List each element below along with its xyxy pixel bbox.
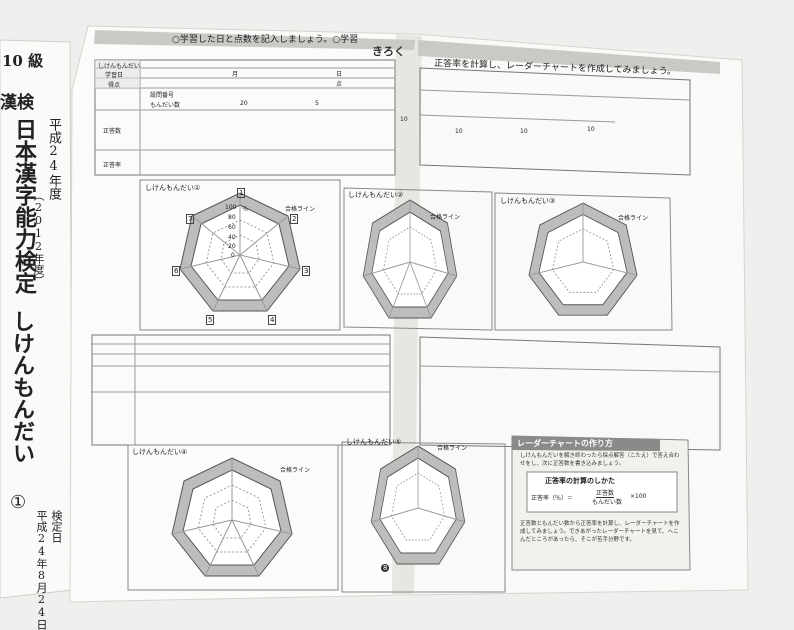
axis-7: 7 [186,214,195,224]
correct-count-label: 正答数 [103,128,122,135]
chart-header-3: しけんもんだい③ [500,196,555,206]
scale-60: 60 [228,224,236,231]
radar-chart-1 [179,192,301,312]
formula-denominator: もんだい数 [592,499,623,506]
howto-title: レーダーチャートの作り方 [517,439,613,448]
howto-intro: しけんもんだいを解き終わったら採点解答（こたえ）で答え合わせをし、次に正答数を書… [520,453,680,467]
axis-2: 2 [290,214,299,224]
scale-100: 100 [225,204,237,211]
formula-multiplier: ×100 [630,493,647,500]
howto-steps: 正答数ともんだい数から正答率を計算し、レーダーチャートを作成してみましょう。でき… [520,521,680,543]
exam-date-label: 検定日 [50,510,63,543]
chart-header-text: しけんもんだい [500,197,549,205]
count-3: 10 [400,116,408,123]
pass-line-label-3: 合格ライン [618,215,649,222]
row-exam: しけんもんだい [98,63,141,70]
scale-20: 20 [228,243,236,250]
exam-subtitle: しけんもんだい [9,310,35,464]
exam-title: 日本漢字能力検定 [11,118,37,294]
pass-line-label-5: 合格ライン [437,445,468,452]
correct-rate-label: 正答率 [103,162,122,169]
chart-header-text: しけんもんだい [145,184,194,192]
radar-chart-4 [171,457,293,577]
count-5: 10 [520,128,528,135]
exam-year: 平成24年度 [46,118,61,200]
chart-number: ② [397,191,404,199]
field-no: 設問番号 [150,92,175,99]
chart-header-text: しけんもんだい [132,448,181,456]
chart-header-text: しけんもんだい [346,438,395,446]
exam-date: 平成24年8月24日 [35,510,48,630]
count-2: 5 [315,100,319,107]
pass-line-label-1: 合格ライン [285,206,316,213]
axis-5: 5 [206,315,215,325]
formula-lhs: 正答率（％）＝ [531,495,574,502]
chart-header-4: しけんもんだい④ [132,447,187,457]
chart-header-text: しけんもんだい [348,191,397,199]
scale-0: 0 [231,252,235,259]
cell-day: 日 [336,71,343,78]
exam-year-western: （2012年度） [32,190,45,286]
chart-header-1: しけんもんだい① [145,183,200,193]
chart-header-5: しけんもんだい⑤ [346,437,401,447]
count-4: 10 [455,128,463,135]
count-1: 20 [240,100,248,107]
chart-number: ③ [549,197,556,205]
row-score: 得点 [108,82,121,89]
chart-header-2: しけんもんだい② [348,190,403,200]
grade-label: 10 級 [2,52,44,70]
problem-count-label: もんだい数 [150,102,181,109]
formula-title: 正答率の計算のしかた [545,477,615,485]
header-instruction-left: ○学習した日と点数を記入しましょう。○学習 [172,35,359,45]
scale-unit: ％ [242,206,249,213]
cell-point: 点 [336,81,343,88]
axis-6: 6 [172,266,181,276]
chart-number: ④ [181,448,188,456]
count-6: 10 [587,126,595,133]
formula-numerator: 正答数 [596,490,615,498]
cell-month: 月 [232,71,239,78]
scale-40: 40 [228,234,236,241]
pass-line-label-2: 合格ライン [430,214,461,221]
axis-3: 3 [302,266,311,276]
page-number: 8 [381,564,390,572]
scale-80: 80 [228,214,236,221]
radar-chart-5 [370,445,466,565]
exam-number: ① [10,492,27,513]
pass-line-label-4: 合格ライン [280,467,311,474]
header-badge: きろく [372,45,405,58]
axis-4: 4 [268,315,277,325]
chart-number: ⑤ [395,438,402,446]
kanken-seal: 漢検 [0,93,34,113]
row-date: 学習日 [105,72,124,79]
axis-1: 1 [237,188,246,198]
radar-chart-3 [528,202,638,316]
chart-number: ① [194,184,201,192]
radar-chart-2 [362,199,458,319]
